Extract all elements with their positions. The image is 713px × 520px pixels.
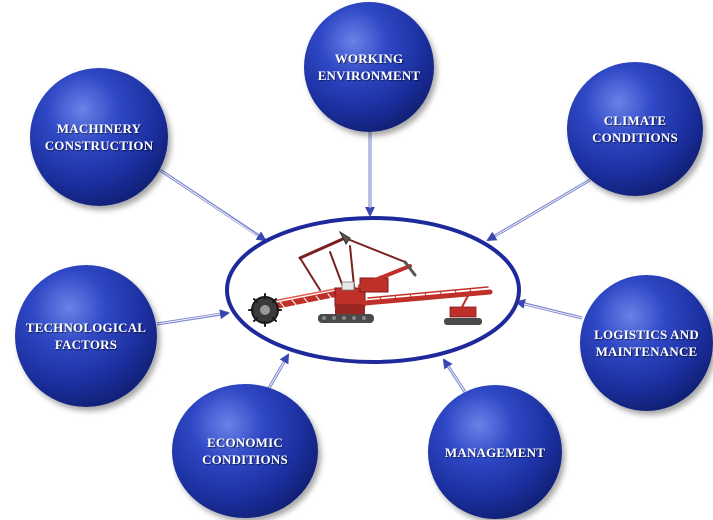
node-machinery-construction: MACHINERY CONSTRUCTION — [30, 68, 168, 206]
node-working-environment: WORKING ENVIRONMENT — [304, 2, 434, 132]
node-label: TECHNOLOGICAL FACTORS — [26, 319, 146, 353]
node-label: MANAGEMENT — [445, 444, 545, 461]
node-label: CLIMATE CONDITIONS — [592, 112, 678, 146]
label-line: TECHNOLOGICAL — [25, 320, 147, 335]
node-label: ECONOMIC CONDITIONS — [202, 434, 288, 468]
node-technological-factors: TECHNOLOGICAL FACTORS — [15, 265, 157, 407]
node-label: MACHINERY CONSTRUCTION — [45, 120, 154, 154]
label-line: LOGISTICS AND — [594, 327, 699, 342]
label-line: ENVIRONMENT — [317, 68, 421, 83]
label-line: CONDITIONS — [202, 452, 288, 467]
label-line: MACHINERY — [56, 121, 142, 136]
node-logistics-maintenance: LOGISTICS AND MAINTENANCE — [580, 275, 713, 411]
label-line: MAINTENANCE — [595, 344, 698, 359]
label-line: WORKING — [334, 51, 404, 66]
node-label: WORKING ENVIRONMENT — [318, 50, 421, 84]
node-climate-conditions: CLIMATE CONDITIONS — [567, 62, 703, 196]
label-line: CLIMATE — [603, 113, 667, 128]
label-line: CONSTRUCTION — [44, 138, 154, 153]
label-line: FACTORS — [54, 337, 118, 352]
node-economic-conditions: ECONOMIC CONDITIONS — [172, 384, 318, 518]
label-line: CONDITIONS — [592, 130, 678, 145]
label-line: MANAGEMENT — [444, 444, 546, 460]
node-label: LOGISTICS AND MAINTENANCE — [594, 326, 699, 360]
bucket-wheel-excavator-icon — [248, 230, 493, 327]
node-management: MANAGEMENT — [428, 385, 562, 519]
label-line: ECONOMIC — [206, 435, 283, 450]
